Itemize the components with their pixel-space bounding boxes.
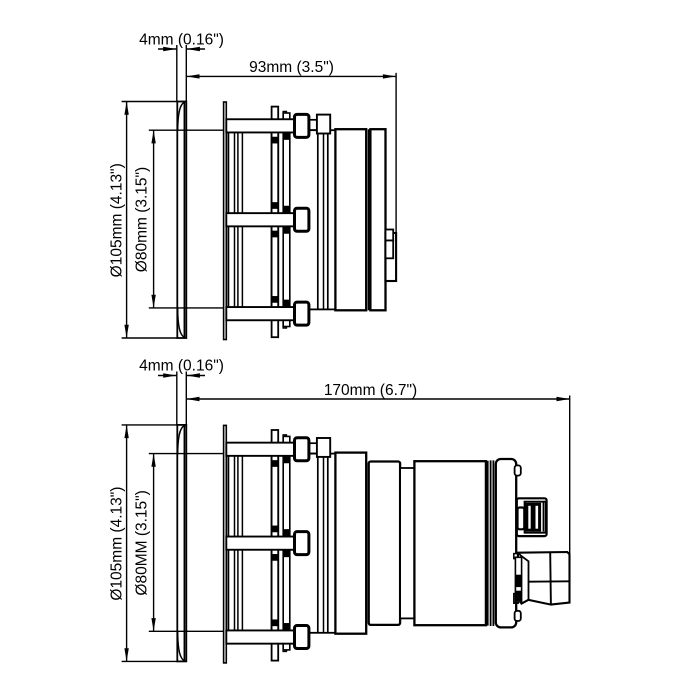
gland-divider-vertical <box>549 552 552 605</box>
view-bottom-long-version: 4mm (0.16") 170mm (6.7") Ø105mm (4.13") … <box>108 358 571 665</box>
dim-length-bottom: 170mm (6.7") <box>186 382 571 558</box>
connector-rib <box>532 502 542 532</box>
rear-section-c <box>413 460 488 627</box>
connector-tab-detail <box>384 239 395 260</box>
dim-flange-thickness-top: 4mm (0.16") <box>139 32 224 102</box>
dim-body-dia-bottom: Ø80MM (3.15") <box>134 452 224 632</box>
connector-tab <box>384 228 398 283</box>
gland-seal-block <box>515 574 522 588</box>
rear-connector <box>515 497 548 538</box>
dim-flange-dia-top: Ø105mm (4.13") <box>108 100 178 339</box>
end-cap <box>494 457 518 629</box>
dim-label-flange-thickness-bottom: 4mm (0.16") <box>139 358 224 375</box>
connector-bracket <box>516 506 526 531</box>
dim-label-flange-dia-bottom: Ø105mm (4.13") <box>108 487 125 601</box>
bottom-view-rear <box>367 457 571 629</box>
gland-edge-line <box>517 552 530 600</box>
dim-flange-thickness-bottom: 4mm (0.16") <box>139 358 224 425</box>
dim-label-flange-dia-top: Ø105mm (4.13") <box>108 163 125 277</box>
dim-label-body-dia-top: Ø80mm (3.15") <box>134 167 151 272</box>
dim-flange-dia-bottom: Ø105mm (4.13") <box>108 424 178 663</box>
gland-seal-block <box>515 590 522 602</box>
view-top-short-version: 4mm (0.16") 93mm (3.5") Ø105mm (4.13") Ø… <box>108 32 398 341</box>
bottom-view-dimensions: 4mm (0.16") 170mm (6.7") Ø105mm (4.13") … <box>108 358 571 663</box>
dim-body-dia-top: Ø80mm (3.15") <box>134 129 224 309</box>
connector-rib <box>525 502 534 532</box>
rear-neck <box>399 467 416 620</box>
gland-seals <box>515 574 522 602</box>
dim-label-length-top: 93mm (3.5") <box>249 59 334 76</box>
cable-gland <box>513 550 571 606</box>
rear-section-b <box>367 460 402 627</box>
dim-length-top: 93mm (3.5") <box>186 59 397 233</box>
top-view-rear <box>367 128 398 312</box>
dim-label-length-bottom: 170mm (6.7") <box>324 382 417 399</box>
connector-tab-detail <box>384 228 395 242</box>
cap-lug-top <box>513 464 522 477</box>
back-cap <box>369 128 387 312</box>
top-view-dimensions: 4mm (0.16") 93mm (3.5") Ø105mm (4.13") Ø… <box>108 32 397 339</box>
dim-label-flange-thickness-top: 4mm (0.16") <box>139 32 224 49</box>
dim-label-body-dia-bottom: Ø80MM (3.15") <box>134 490 151 595</box>
cap-lug-bottom <box>513 609 522 622</box>
rear-ribs <box>486 460 495 626</box>
